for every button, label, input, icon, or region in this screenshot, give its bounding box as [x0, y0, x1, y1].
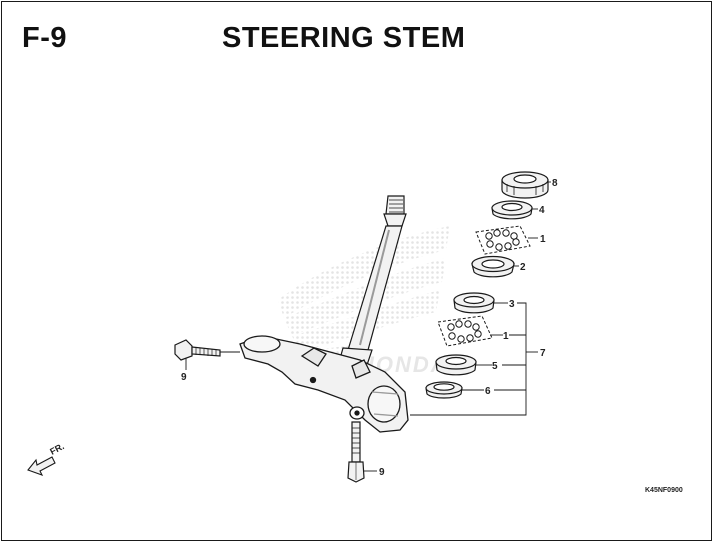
front-direction-arrow-icon: FR. [27, 441, 66, 476]
top-ball-race-part-2 [471, 255, 515, 278]
locknut-part-8 [501, 171, 549, 199]
callout-4: 4 [539, 205, 545, 216]
callout-1-lower: 1 [503, 331, 509, 342]
callout-2: 2 [520, 262, 526, 273]
callout-3: 3 [509, 299, 515, 310]
callout-8: 8 [552, 178, 558, 189]
callout-9-upper: 9 [181, 372, 187, 383]
callout-labels: 8 4 1 2 3 1 7 5 6 9 9 [181, 178, 558, 478]
page-title: STEERING STEM [222, 22, 466, 54]
front-direction-label: FR. [48, 441, 65, 457]
pinch-bolt-upper-part [174, 339, 221, 361]
bottom-cone-race-part-5 [435, 354, 477, 376]
callout-7: 7 [540, 348, 546, 359]
diagram-reference-code: K45NF0900 [645, 487, 683, 494]
leader-lines [185, 181, 551, 472]
bottom-bridge-part [239, 335, 409, 433]
section-code: F-9 [22, 22, 67, 54]
top-cone-race-part-4 [491, 200, 533, 220]
callout-5: 5 [492, 361, 498, 372]
callout-9-lower: 9 [379, 467, 385, 478]
pinch-bolt-lower-part [347, 421, 365, 483]
ball-bearing-lower-part-1 [437, 315, 493, 347]
ball-bearing-upper-part-1 [475, 225, 531, 255]
dust-seal-part-6 [425, 381, 463, 399]
callout-6: 6 [485, 386, 491, 397]
bottom-ball-race-part-3 [453, 292, 495, 314]
callout-1-upper: 1 [540, 234, 546, 245]
